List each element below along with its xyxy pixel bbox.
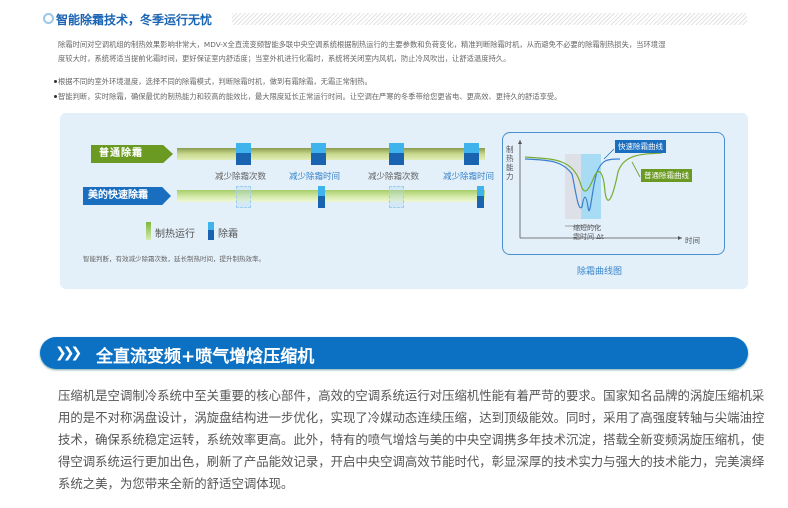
x-axis-label: 时间 [685,236,700,245]
defrost-marker [464,143,479,165]
bullet-circle-icon [43,13,54,24]
y-axis-label: 制热能力 [506,145,514,181]
defrost-curve-chart: 制热能力 时间 快速除霜曲线 普通除霜曲线 缩短的化 霜时间 Δt [502,132,725,255]
paragraph-line: 技术，确保系统稳定运转，系统效率更高。此外，特有的喷气增焓与美的中央空调携多年技… [58,432,765,447]
bullet-item: 根据不同的室外环境温度，选择不同的除霜模式，判断除霜时机，做到有霜除霜，无霜正常… [54,77,372,86]
normal-defrost-label: 普通除霜 [91,145,173,163]
legend-defrost: 除霜 [218,229,238,240]
fast-curve-legend: 快速除霜曲线 [615,140,666,153]
skipped-defrost-marker [389,186,404,208]
bullet-item: 智能判断，实时除霜，确保最优的制热能力和较高的能效比，最大限度延长正常运行时间。… [53,92,562,101]
defrost-marker [318,186,325,208]
paragraph-line: 压缩机是空调制冷系统中至关重要的核心部件，高效的空调系统运行对压缩机性能有着严苛… [58,388,765,403]
diagram-note: 智能判断，有效减少除霜次数，延长制热时间，提升制热效率。 [83,255,265,263]
delta-label: 缩短的化 [573,224,601,232]
defrost-marker [311,143,326,165]
paragraph-line: 除霜时间对空调机组的制热效果影响非常大，MDV-X全直流变频智能多联中央空调系统… [58,40,666,49]
defrost-legend-swatch [208,222,214,240]
defrost-marker [236,143,251,165]
caption: 减少除霜时间 [289,172,341,182]
legend-heating: 制热运行 [155,229,195,240]
defrost-marker [389,143,404,165]
title-hatch-divider [232,13,747,25]
section-title-compressor: 全直流变频+喷气增焓压缩机 [96,347,315,367]
defrost-marker [477,186,484,208]
delta-label: 霜时间 Δt [573,233,604,241]
section-title-defrost: 智能除霜技术，冬季运行无忧 [56,13,213,27]
chart-caption: 除霜曲线图 [577,267,623,277]
heating-legend-swatch [146,222,151,240]
normal-curve-legend: 普通除霜曲线 [641,169,692,182]
paragraph-line: 用的是不对称涡盘设计，涡旋盘结构进一步优化，实现了冷媒动态连续压缩，达到顶级能效… [58,410,765,425]
caption: 减少除霜次数 [215,172,267,182]
fast-defrost-label: 美的快速除霜 [83,187,171,205]
skipped-defrost-marker [236,186,251,208]
paragraph-line: 系统之美，为您带来全新的舒适空调体现。 [58,476,294,491]
caption: 减少除霜次数 [368,172,420,182]
double-chevron-icon: ❯❯❯ [55,345,82,361]
paragraph-line: 度较大时，系统将适当提前化霜时间，更好保证室内舒适度；当室外机进行化霜时，系统将… [58,54,511,63]
normal-defrost-bar [177,148,485,160]
caption: 减少除霜时间 [443,172,495,182]
paragraph-line: 得空调系统运行更加出色，刷新了产品能效记录，开启中央空调高效节能时代，彰显深厚的… [58,454,765,469]
fast-defrost-bar [177,190,485,202]
section-banner [40,337,748,369]
